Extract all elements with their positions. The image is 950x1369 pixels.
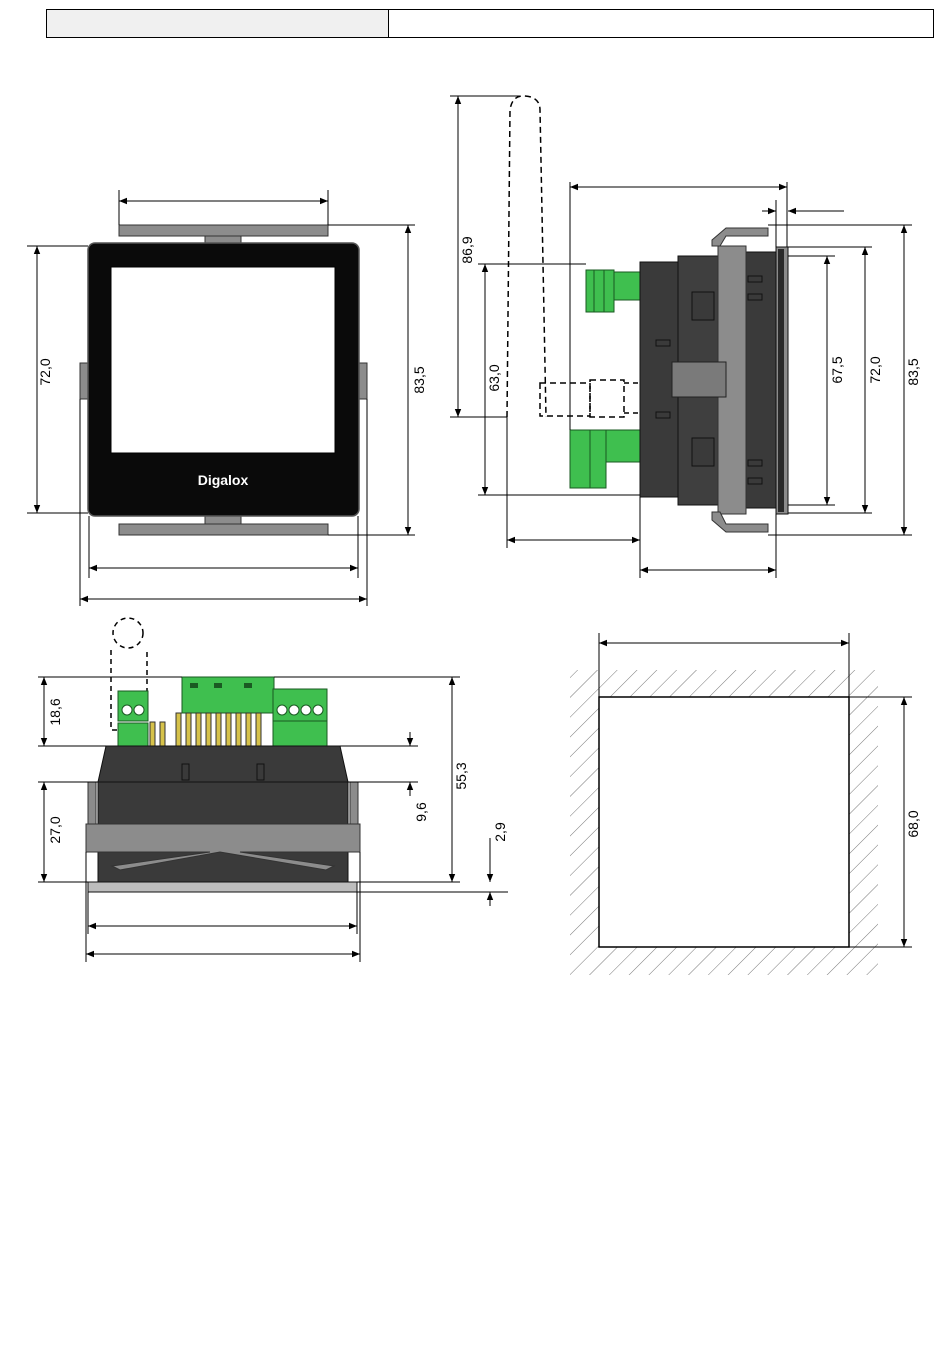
front-dim-height-total: 83,5 (411, 366, 427, 393)
front-bottom-clip (119, 524, 328, 535)
top-antenna-tip (113, 618, 143, 648)
front-screen (111, 267, 335, 453)
top-dim-connector-height: 18,6 (47, 698, 63, 725)
side-dim-antenna: 86,9 (459, 236, 475, 263)
panel-cutout-view: 68,0 (570, 633, 921, 975)
side-antenna-base-2 (590, 380, 624, 417)
top-connector-left (118, 691, 148, 753)
top-connector-right (273, 689, 327, 753)
cutout-opening (599, 697, 849, 947)
front-logo: Digalox (198, 472, 249, 488)
front-bottom-clip-stem (205, 516, 241, 524)
top-dim-body: 27,0 (47, 816, 63, 843)
top-connector-center (182, 677, 274, 713)
top-view: 18,6 27,0 55,3 9,6 2,9 (38, 618, 508, 962)
side-antenna-outline (507, 96, 546, 417)
side-connector-top (586, 270, 642, 312)
top-bezel (88, 882, 357, 892)
top-dim-bezel: 2,9 (492, 822, 508, 842)
front-view: Digalox 72,0 83,5 (27, 190, 427, 606)
side-bracket-bottom-hook (712, 512, 768, 532)
side-dim-height: 72,0 (867, 356, 883, 383)
top-dim-total: 55,3 (453, 762, 469, 789)
front-top-clip (119, 225, 328, 236)
side-dim-height-total: 83,5 (905, 358, 921, 385)
side-connector-bottom (570, 430, 640, 488)
side-antenna-base-1 (540, 383, 590, 416)
top-housing-rear (98, 746, 348, 782)
side-dim-display: 67,5 (829, 356, 845, 383)
side-bracket-top-hook (712, 228, 768, 246)
side-view: 86,9 63,0 67,5 72,0 83,5 (450, 96, 921, 578)
front-dim-height: 72,0 (37, 358, 53, 385)
side-housing-front (746, 252, 776, 508)
cutout-dim-height: 68,0 (905, 810, 921, 837)
top-pins (150, 713, 261, 747)
side-dim-connector: 63,0 (486, 364, 502, 391)
side-latch (672, 362, 726, 397)
top-dim-clip: 9,6 (413, 802, 429, 822)
